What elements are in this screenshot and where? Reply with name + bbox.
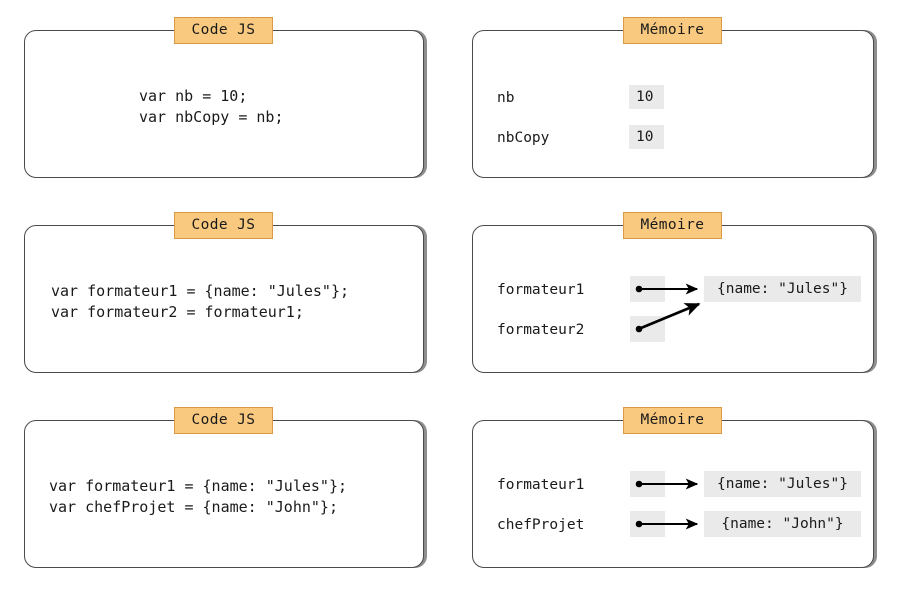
code-badge-3: Code JS [174,407,273,434]
memory-pointer-chip [630,511,665,537]
code-panel-1: var nb = 10; var nbCopy = nb; [24,30,424,178]
memory-object-chip: {name: "Jules"} [704,471,861,497]
memory-panel-2: formateur1 formateur2 {name: "Jules"} [472,225,874,373]
memory-variable-label: formateur1 [497,282,585,298]
memory-value-chip: 10 [629,125,664,149]
memory-panel-1: nb 10 nbCopy 10 [472,30,874,178]
memory-object-chip: {name: "John"} [704,511,861,537]
memory-variable-label: formateur2 [497,322,585,338]
memory-badge-2: Mémoire [623,212,722,239]
memory-object-chip: {name: "Jules"} [704,276,861,302]
memory-value-chip: 10 [629,85,664,109]
memory-panel-3: formateur1 {name: "Jules"} chefProjet {n… [472,420,874,568]
memory-pointer-chip [630,276,665,302]
code-text-2: var formateur1 = {name: "Jules"}; var fo… [51,282,350,321]
memory-pointer-chip [630,471,665,497]
code-badge-1: Code JS [174,17,273,44]
code-badge-2: Code JS [174,212,273,239]
memory-variable-label: nbCopy [497,130,550,146]
memory-badge-1: Mémoire [623,17,722,44]
memory-pointer-chip [630,316,665,342]
memory-variable-label: nb [497,90,515,106]
memory-badge-3: Mémoire [623,407,722,434]
memory-variable-label: chefProjet [497,517,585,533]
code-panel-2: var formateur1 = {name: "Jules"}; var fo… [24,225,424,373]
code-panel-3: var formateur1 = {name: "Jules"}; var ch… [24,420,424,568]
code-text-3: var formateur1 = {name: "Jules"}; var ch… [49,477,348,516]
memory-variable-label: formateur1 [497,477,585,493]
code-text-1: var nb = 10; var nbCopy = nb; [139,87,284,126]
